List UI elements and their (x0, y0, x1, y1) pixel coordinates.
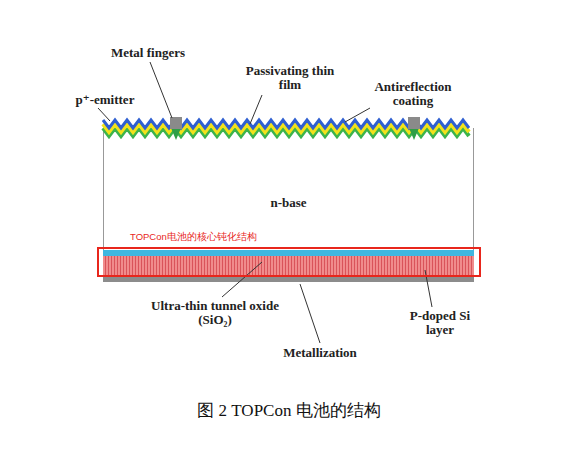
finger-contact (409, 128, 419, 140)
part-label: Metal fingers (83, 46, 213, 60)
wafer-side (103, 128, 104, 252)
metal-finger (170, 117, 182, 129)
tunnel-oxide-layer (103, 250, 474, 256)
part-label: Passivating thin film (240, 64, 340, 92)
highlight-box: TOPCon电池的核心钝化结构 (97, 247, 481, 277)
part-label: P-doped Si layer (400, 309, 480, 337)
part-label: p⁺-emitter (60, 93, 150, 107)
textured-surface (103, 117, 469, 140)
layer-label: n-base (104, 196, 473, 210)
callout-heading: TOPCon电池的核心钝化结构 (130, 230, 257, 244)
figure-caption: 图 2 TOPCon 电池的结构 (0, 399, 578, 422)
part-label: Antireflection coating (353, 80, 473, 108)
p-doped-layer (103, 256, 474, 275)
part-label: Ultra-thin tunnel oxide (SiO₂) (150, 299, 280, 327)
metal-finger (408, 117, 420, 129)
part-label: Metallization (260, 346, 380, 360)
leader-lines (98, 62, 432, 343)
finger-contact (171, 128, 181, 140)
wafer-side (473, 128, 474, 252)
